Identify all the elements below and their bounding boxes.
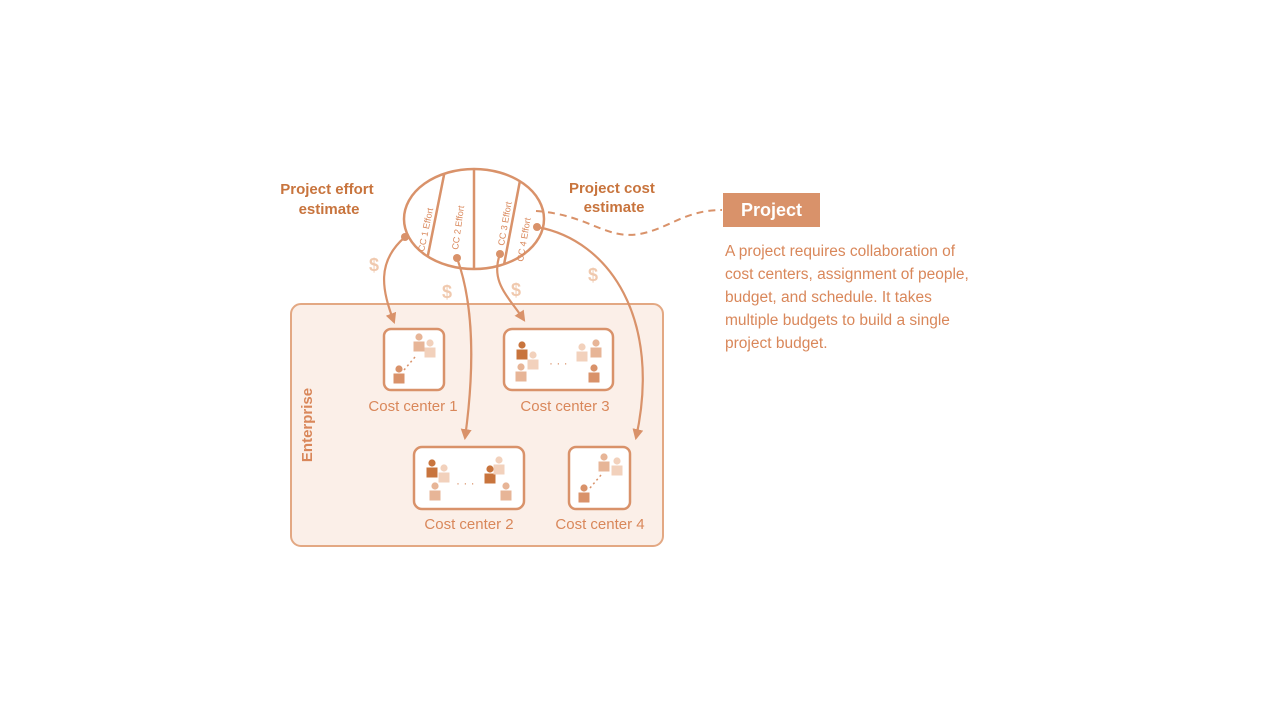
arrow-to-cc4: [536, 225, 644, 441]
cost-center-3-label: Cost center 3: [520, 398, 609, 415]
cost-center-4-box: [567, 445, 632, 511]
dollar-icon: $: [442, 282, 452, 302]
effort-divider-3: [501, 169, 524, 269]
arrow-to-cc3: [496, 253, 526, 322]
people-group-icon: · · ·: [426, 456, 512, 501]
arrow-origin-cc2: [453, 254, 461, 262]
cost-center-2: · · · Cost center 2: [412, 445, 526, 533]
cost-center-4-label: Cost center 4: [555, 516, 644, 533]
dollar-icon: $: [369, 255, 379, 275]
people-group-icon: · · ·: [515, 339, 602, 383]
arrow-origin-cc3: [496, 250, 504, 258]
arrow-origin-cc4: [533, 223, 541, 231]
cost-center-1-box: [382, 327, 446, 392]
cost-center-1: Cost center 1: [368, 327, 458, 415]
dollar-icon: $: [511, 280, 521, 300]
cost-center-4: Cost center 4: [555, 445, 645, 533]
cost-center-2-label: Cost center 2: [424, 516, 513, 533]
project-badge: Project: [723, 193, 820, 227]
effort-estimate-label: Project effort estimate: [280, 181, 378, 218]
enterprise-label: Enterprise: [299, 388, 316, 462]
arrow-to-cc2: [455, 257, 473, 441]
effort-estimate-ellipse: CC 1 Effort CC 2 Effort CC 3 Effort CC 4…: [402, 167, 546, 271]
svg-text:· · ·: · · ·: [456, 476, 475, 490]
cost-center-1-label: Cost center 1: [368, 398, 457, 415]
cost-estimate-label: Project cost estimate: [569, 180, 659, 216]
project-link-dashed: [535, 209, 723, 236]
cost-center-3-box: [502, 327, 615, 392]
effort-divider-1: [423, 169, 447, 269]
svg-text:· · ·: · · ·: [549, 356, 568, 370]
cost-center-3: · · · Cost center 3: [502, 327, 615, 415]
project-description: A project requires collaboration of cost…: [725, 243, 969, 352]
arrow-origin-cc1: [401, 233, 409, 241]
arrow-to-cc1: [382, 236, 406, 325]
dollar-icon: $: [588, 265, 598, 285]
